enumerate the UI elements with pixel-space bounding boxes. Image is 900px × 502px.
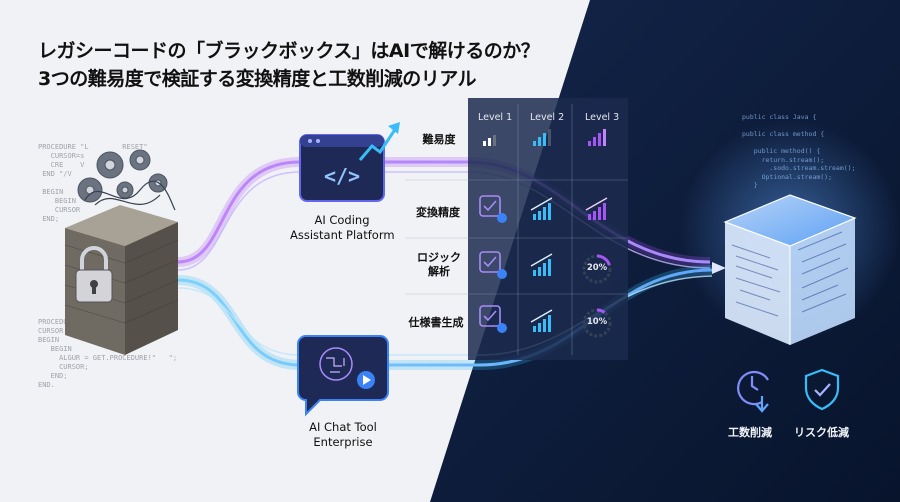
row-label-accuracy: 変換精度 <box>416 206 460 219</box>
beam-lines <box>744 130 841 215</box>
clock-icon <box>737 370 769 406</box>
gear-icon <box>77 149 168 203</box>
checkbox-icon <box>479 195 501 327</box>
row-label-logic-line1: ロジック <box>417 251 461 264</box>
tool-label-chat: AI Chat Tool Enterprise <box>295 420 391 450</box>
outcome-effort-reduction: 工数削減 <box>728 426 772 439</box>
level-header-2: Level 2 <box>530 112 565 123</box>
row-label-difficulty: 難易度 <box>422 133 456 146</box>
svg-text:</>: </> <box>324 164 360 188</box>
growth-bar-icon <box>530 197 608 332</box>
level-header-1: Level 1 <box>478 112 513 123</box>
row-label-logic: ロジック 解析 <box>412 251 466 279</box>
play-icon <box>357 371 375 389</box>
progress-ring-logic-fill <box>582 254 612 284</box>
tool-label-chat-line1: AI Chat Tool <box>309 420 377 434</box>
row-label-logic-line2: 解析 <box>428 265 450 278</box>
page-title: レガシーコードの「ブラックボックス」はAIで解けるのか？ <box>38 40 540 62</box>
spec-level3-value: 10% <box>586 317 608 327</box>
padlock-icon <box>75 246 113 303</box>
level-header-3: Level 3 <box>585 112 620 123</box>
brain-chip-icon <box>297 335 389 417</box>
shield-check-icon <box>804 368 840 411</box>
outcome-risk-reduction: リスク低減 <box>794 426 849 439</box>
legacy-code-top: PROCEDURE "L RESET" CURSOR=s CRE V END "… <box>38 143 148 223</box>
difficulty-bars <box>483 129 606 146</box>
progress-ring-logic <box>582 254 612 284</box>
tool-label-coding-line1: AI Coding <box>314 213 370 227</box>
row-label-spec: 仕様書生成 <box>408 316 464 329</box>
progress-ring-spec-fill <box>582 308 612 338</box>
tool-label-chat-line2: Enterprise <box>313 435 373 449</box>
logic-level3-value: 20% <box>586 263 608 273</box>
trend-arrow-icon <box>358 122 400 161</box>
tool-label-coding-line2: Assistant Platform <box>290 228 395 242</box>
modern-code: public class Java { public class method … <box>742 113 856 189</box>
page-subtitle: 3つの難易度で検証する変換精度と工数削減のリアル <box>38 68 477 90</box>
progress-ring-spec <box>582 308 612 338</box>
code-window-icon: </> <box>299 134 385 202</box>
modern-code-cube <box>723 194 857 345</box>
tool-label-coding: AI Coding Assistant Platform <box>290 213 395 243</box>
